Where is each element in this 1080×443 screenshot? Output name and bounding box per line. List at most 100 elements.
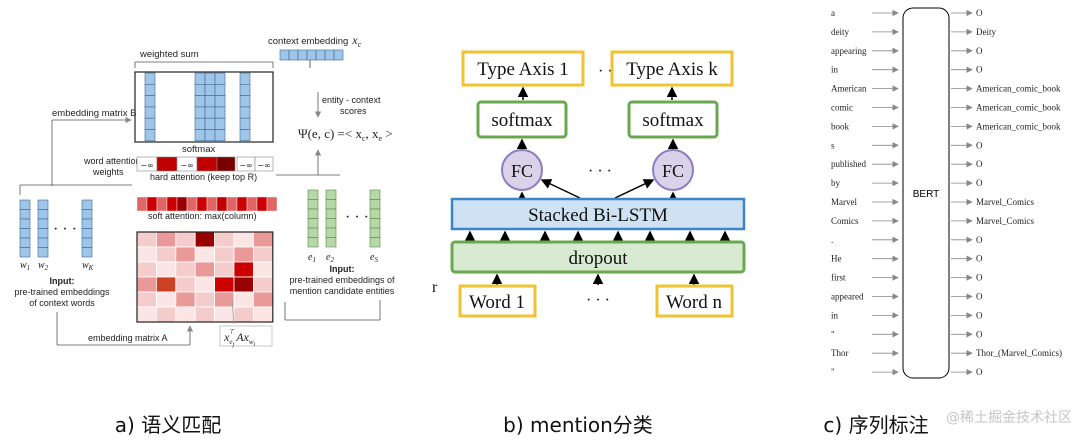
- neg-inf-text: −∞: [180, 161, 193, 170]
- entity-label-2: e2: [326, 252, 334, 264]
- tag-label: O: [976, 329, 983, 339]
- context-word-vector-cell: [37, 199, 49, 210]
- heatmap-cell: [155, 291, 177, 308]
- token-label: deity: [831, 27, 849, 37]
- word-ellipsis: · · ·: [586, 292, 610, 309]
- weighted-sum-cell: [214, 95, 226, 108]
- context-word-vector-cell: [81, 237, 93, 248]
- entity-label-1: e1: [308, 252, 316, 264]
- weighted-sum-columns: [144, 72, 251, 142]
- entity-vector-cell: [325, 218, 337, 229]
- weighted-sum-cell: [194, 72, 206, 85]
- heatmap-cell: [194, 246, 215, 263]
- context-word-vectors: [19, 199, 93, 258]
- hard-attention-cell: [196, 196, 208, 212]
- entity-vector-cell: [325, 189, 337, 200]
- hard-attention-cell: [256, 196, 268, 212]
- panel-b-mention-classification: Type Axis 1 · · · Type Axis k softmax so…: [432, 50, 746, 318]
- heatmap-cell: [214, 306, 235, 323]
- token-label: American: [831, 84, 867, 94]
- heatmap-cell: [155, 261, 177, 278]
- token-label: appeared: [831, 292, 864, 302]
- hard-attention-cell: [166, 196, 178, 212]
- context-embedding-cell: [288, 49, 299, 61]
- tag-label: Marvel_Comics: [976, 216, 1034, 226]
- weighted-sum-cell: [239, 95, 251, 108]
- type-axis-k-box: [610, 50, 734, 87]
- tag-label: Thor_(Marvel_Comics): [976, 348, 1062, 358]
- type-axis-1-label: Type Axis 1: [477, 59, 569, 80]
- token-label: He: [831, 254, 842, 264]
- context-embedding-cell: [324, 49, 335, 61]
- hard-attention-row: [136, 196, 278, 212]
- heatmap-cell: [233, 306, 254, 323]
- weighted-sum-cell: [194, 129, 206, 142]
- softmax-label-k: softmax: [642, 110, 704, 131]
- dropout-label: dropout: [568, 248, 628, 269]
- weighted-sum-cell: [144, 117, 156, 130]
- weighted-sum-cell: [239, 84, 251, 96]
- bilinear-box: [219, 325, 273, 347]
- hard-attention-cell: [186, 196, 198, 212]
- weighted-sum-matrix: [134, 71, 274, 143]
- word-label-2: w2: [38, 260, 49, 272]
- heatmap-cell: [175, 246, 196, 263]
- heatmap-cell: [136, 231, 157, 248]
- hard-attention-cell: [146, 196, 158, 212]
- heatmap-cell: [252, 231, 274, 248]
- word-label-k: wK: [82, 260, 94, 272]
- type-axis-1-box: [461, 50, 585, 87]
- bert-box: [902, 7, 950, 379]
- word-label-1: w1: [20, 260, 30, 272]
- word-attention-row: −∞−∞−∞−∞: [136, 156, 274, 172]
- fc-node-k: [652, 149, 694, 191]
- token-label: Comics: [831, 216, 859, 226]
- entity-vector-cell: [307, 218, 319, 229]
- heatmap-cell: [136, 261, 157, 278]
- heatmap-cell: [214, 261, 235, 278]
- attention-weight-cell: [216, 156, 236, 172]
- token-label: by: [831, 178, 841, 188]
- context-word-vector-cell: [19, 247, 31, 258]
- tag-label: American_comic_book: [976, 121, 1061, 131]
- weighted-sum-cell: [144, 129, 156, 142]
- stacked-bilstm-box: [450, 197, 746, 231]
- context-word-vector-cell: [37, 237, 49, 248]
- word-1-label: Word 1: [469, 292, 525, 313]
- hard-attention-cell: [246, 196, 258, 212]
- tag-label: O: [976, 65, 983, 75]
- context-embedding-cell: [306, 49, 317, 61]
- bilinear-pointer: [231, 299, 235, 325]
- weighted-sum-cell: [194, 117, 206, 130]
- heatmap-cell: [214, 231, 235, 248]
- left-input-line2: of context words: [29, 298, 95, 308]
- dropout-box: [450, 240, 746, 274]
- stacked-bilstm-label: Stacked Bi-LSTM: [528, 205, 668, 226]
- context-word-vector-cell: [19, 199, 31, 210]
- heatmap-cell: [194, 231, 215, 248]
- weighted-sum-cell: [239, 117, 251, 130]
- weighted-sum-label: weighted sum: [139, 49, 199, 60]
- entity-vector-cell: [307, 189, 319, 200]
- hard-attention-cell: [216, 196, 228, 212]
- heatmap-cell: [155, 306, 177, 323]
- hard-attention-label: hard attention (keep top R): [150, 172, 257, 182]
- svg-text:weights: weights: [92, 167, 124, 177]
- hard-attention-cell: [136, 196, 148, 212]
- neg-inf-text: −∞: [239, 161, 252, 170]
- fc-node-1: [501, 149, 543, 191]
- weighted-sum-cell: [144, 84, 156, 96]
- entity-label-s: eS: [370, 252, 378, 264]
- entity-vector-cell: [369, 189, 381, 200]
- tag-label: O: [976, 159, 983, 169]
- heatmap-cell: [136, 276, 157, 293]
- weighted-sum-cell: [144, 106, 156, 119]
- weighted-sum-cell: [239, 129, 251, 142]
- weighted-sum-cell: [204, 106, 216, 119]
- entity-vector-cell: [369, 199, 381, 210]
- hard-attention-cell: [226, 196, 238, 212]
- hard-attention-cell: [266, 196, 278, 212]
- neg-inf-text: −∞: [140, 161, 153, 170]
- right-input-line1: pre-trained embeddings of: [289, 275, 395, 285]
